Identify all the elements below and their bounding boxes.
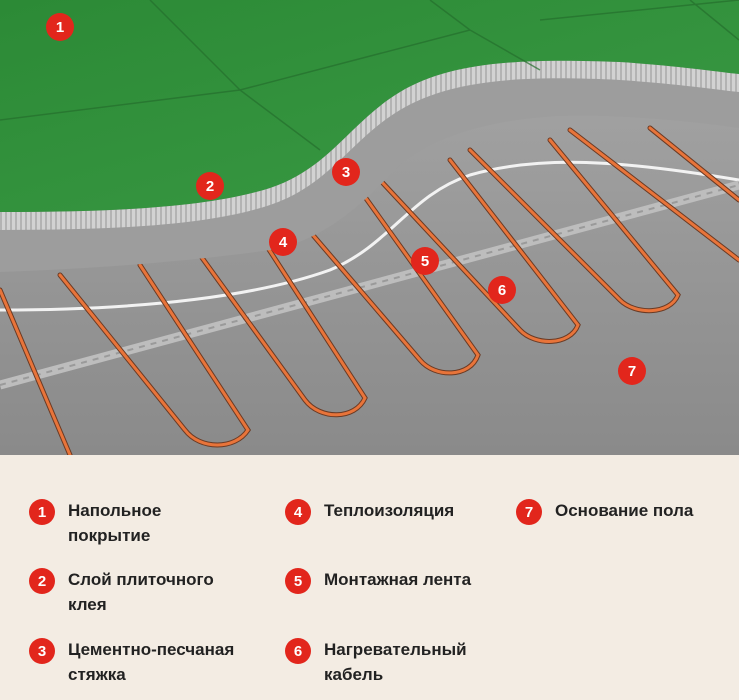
- marker-3: 3: [332, 158, 360, 186]
- legend-label: Слой плиточного клея: [68, 570, 214, 614]
- floor-layers-svg: 1 2 3 4 5 6 7: [0, 0, 739, 455]
- svg-text:7: 7: [628, 363, 636, 380]
- legend: 1 Напольное покрытие 2 Слой плиточного к…: [0, 455, 739, 700]
- floor-cover-layer: [0, 0, 739, 212]
- legend-number: 4: [285, 499, 311, 525]
- svg-text:1: 1: [56, 19, 64, 36]
- legend-label: Нагревательный кабель: [324, 640, 467, 684]
- legend-label: Напольное покрытие: [68, 501, 162, 545]
- legend-number: 3: [29, 638, 55, 664]
- marker-6: 6: [488, 276, 516, 304]
- legend-label: Цементно-песчаная стяжка: [68, 640, 235, 684]
- marker-2: 2: [196, 172, 224, 200]
- legend-item-7: 7 Основание пола: [516, 498, 693, 525]
- marker-5: 5: [411, 247, 439, 275]
- svg-text:2: 2: [206, 178, 214, 195]
- svg-text:3: 3: [342, 164, 350, 181]
- legend-number: 6: [285, 638, 311, 664]
- heating-cable: [0, 125, 739, 455]
- legend-item-5: 5 Монтажная лента: [285, 567, 471, 594]
- tile-seams: [0, 0, 739, 151]
- svg-text:6: 6: [498, 282, 506, 299]
- marker-7: 7: [618, 357, 646, 385]
- svg-text:4: 4: [279, 234, 288, 251]
- legend-label: Монтажная лента: [324, 570, 472, 589]
- legend-label: Основание пола: [555, 501, 694, 520]
- legend-number: 2: [29, 568, 55, 594]
- legend-item-3: 3 Цементно-песчаная стяжка: [29, 637, 234, 687]
- legend-item-1: 1 Напольное покрытие: [29, 498, 161, 548]
- legend-item-6: 6 Нагревательный кабель: [285, 637, 467, 687]
- screed-layer: [0, 78, 739, 272]
- legend-number: 1: [29, 499, 55, 525]
- marker-4: 4: [269, 228, 297, 256]
- legend-item-2: 2 Слой плиточного клея: [29, 567, 214, 617]
- floor-layers-illustration: 1 2 3 4 5 6 7: [0, 0, 739, 455]
- legend-number: 7: [516, 499, 542, 525]
- marker-1: 1: [46, 13, 74, 41]
- insulation-line: [0, 160, 739, 312]
- svg-text:5: 5: [421, 253, 429, 270]
- legend-number: 5: [285, 568, 311, 594]
- legend-item-4: 4 Теплоизоляция: [285, 498, 454, 525]
- legend-label: Теплоизоляция: [324, 501, 455, 520]
- adhesive-layer: [0, 60, 739, 231]
